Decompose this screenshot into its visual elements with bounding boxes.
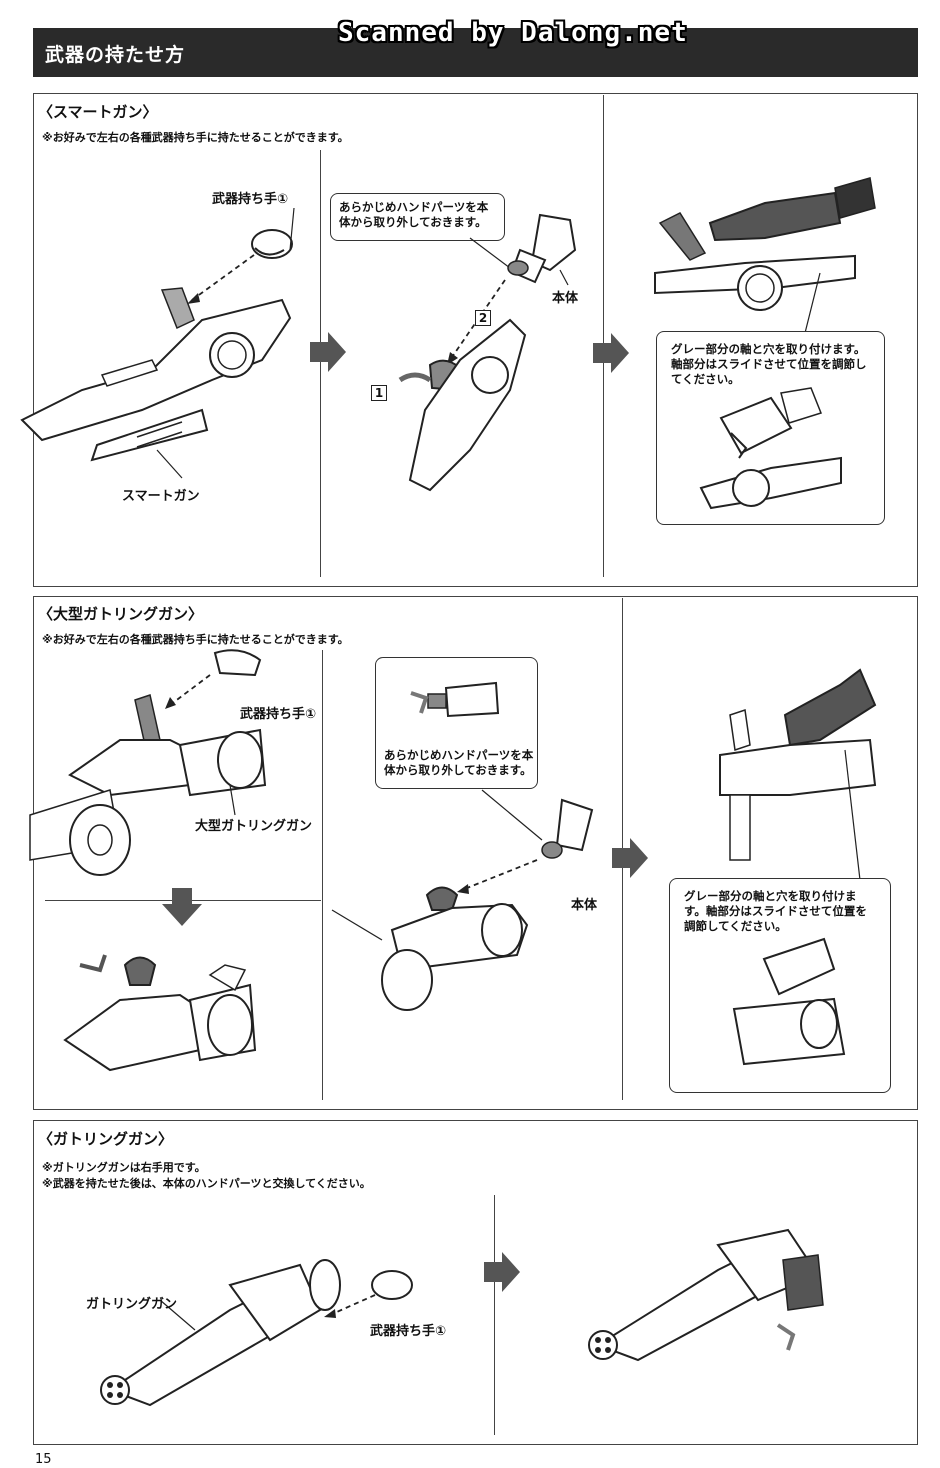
next-step-arrow-icon: [310, 332, 346, 372]
section-header-title: 武器の持たせ方: [45, 44, 186, 66]
smart-gun-hand-label: 武器持ち手①: [212, 192, 289, 207]
large-gatling-remove-callout: あらかじめハンドパーツを本体から取り外しておきます。: [375, 657, 538, 789]
gatling-panel: [33, 1120, 918, 1445]
panel-divider: [322, 650, 323, 1100]
gatling-gun-illustration: [100, 1259, 413, 1407]
large-gatling-attached-illustration: [63, 954, 257, 1072]
gatling-note-1: ※ガトリングガンは右手用です。: [42, 1161, 206, 1174]
section-header-bar: [33, 28, 918, 77]
panel-divider: [603, 95, 604, 577]
large-gatling-attach-callout: グレー部分の軸と穴を取り付けます。軸部分はスライドさせて位置を調節してください。: [669, 878, 891, 1093]
attach-instruction-text: グレー部分の軸と穴を取り付けます。軸部分はスライドさせて位置を調節してください。: [684, 889, 867, 933]
gatling-note-2: ※武器を持たせた後は、本体のハンドパーツと交換してください。: [42, 1177, 371, 1190]
hand-part-removal-detail: [410, 681, 500, 718]
panel-divider: [320, 150, 321, 577]
smart-gun-note: ※お好みで左右の各種武器持ち手に持たせることができます。: [42, 131, 349, 144]
hand-attach-large-gatling-illustration: [719, 668, 877, 881]
gatling-gun-held-illustration: [588, 1228, 824, 1362]
attach-detail-illustration: [699, 387, 842, 510]
gatling-title: 〈ガトリングガン〉: [38, 1130, 174, 1148]
scan-watermark: Scanned by Dalong.net: [338, 18, 688, 48]
next-step-arrow-icon: [612, 838, 648, 878]
large-gatling-weapon-label: 大型ガトリングガン: [195, 819, 313, 834]
smart-gun-panel: [33, 93, 918, 587]
hand-part-and-weapon-illustration: [331, 789, 594, 1011]
large-gatling-hand-label: 武器持ち手①: [240, 707, 317, 722]
smart-gun-illustration: [20, 207, 295, 479]
remove-instruction-text: あらかじめハンドパーツを本体から取り外しておきます。: [384, 748, 534, 777]
attach-instruction-text: グレー部分の軸と穴を取り付けます。軸部分はスライドさせて位置を調節してください。: [671, 342, 867, 386]
smart-gun-weapon-label: スマートガン: [122, 489, 200, 504]
gatling-weapon-label: ガトリングガン: [86, 1297, 178, 1312]
step-1-marker: 1: [371, 385, 387, 401]
large-gatling-body-label: 本体: [571, 898, 598, 913]
next-step-arrow-icon: [593, 333, 629, 373]
smart-gun-body-label: 本体: [552, 291, 579, 306]
smart-gun-title: 〈スマートガン〉: [38, 103, 158, 121]
next-step-arrow-icon: [484, 1252, 520, 1292]
step-2-marker: 2: [475, 310, 491, 326]
gatling-hand-label: 武器持ち手①: [370, 1324, 447, 1339]
smart-gun-remove-callout: あらかじめハンドパーツを本体から取り外しておきます。: [330, 193, 505, 241]
large-gatling-title: 〈大型ガトリングガン〉: [38, 605, 204, 623]
large-gatling-note: ※お好みで左右の各種武器持ち手に持たせることができます。: [42, 633, 349, 646]
panel-divider: [494, 1195, 495, 1435]
down-arrow-icon: [162, 888, 202, 926]
hand-part-illustration: [398, 213, 577, 492]
large-gatling-illustration: [29, 649, 267, 876]
hand-attach-illustration: [654, 177, 876, 334]
smart-gun-attach-callout: グレー部分の軸と穴を取り付けます。軸部分はスライドさせて位置を調節してください。: [656, 331, 885, 525]
attach-detail-illustration: [732, 937, 846, 1066]
page-number: 15: [35, 1452, 52, 1467]
